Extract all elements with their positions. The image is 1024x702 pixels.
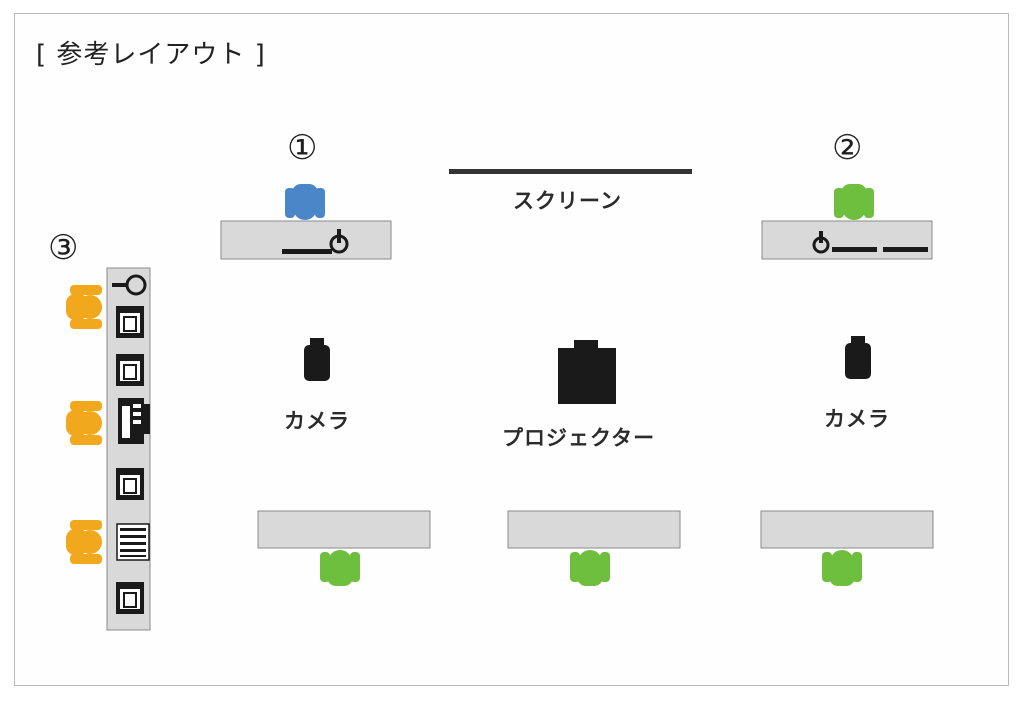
page-title: [ 参考レイアウト ] [36, 40, 266, 70]
switcher-icon [116, 523, 150, 561]
desk-position-2 [761, 220, 933, 260]
audience-person-icon [570, 550, 610, 586]
audience-desk-center [507, 510, 681, 549]
position-3-number: ③ [48, 228, 79, 268]
position-1-number: ① [287, 128, 318, 168]
presenter-2-icon [834, 184, 874, 220]
camera-left-label: カメラ [284, 409, 350, 433]
monitor-icon [115, 305, 145, 339]
projector-icon [558, 340, 616, 404]
audience-desk-left [257, 510, 431, 549]
recorder-icon [118, 398, 150, 444]
microphone-icon [282, 229, 349, 254]
operator-icon [66, 401, 102, 445]
monitor-icon [115, 581, 145, 615]
monitor-icon [115, 353, 145, 387]
audience-person-icon [320, 550, 360, 586]
projector-label: プロジェクター [502, 426, 656, 450]
mixer-icon [112, 274, 147, 296]
position-2-number: ② [832, 128, 863, 168]
operator-icon [66, 285, 102, 329]
operator-icon [66, 520, 102, 564]
camera-right-icon [845, 336, 871, 379]
camera-right-label: カメラ [824, 407, 890, 431]
screen [449, 169, 692, 174]
microphone-icon [812, 231, 928, 254]
camera-left-icon [304, 338, 330, 381]
audience-desk-right [760, 510, 934, 549]
screen-label: スクリーン [513, 189, 622, 213]
audience-person-icon [822, 550, 862, 586]
monitor-icon [115, 467, 145, 501]
presenter-1-icon [285, 184, 325, 220]
